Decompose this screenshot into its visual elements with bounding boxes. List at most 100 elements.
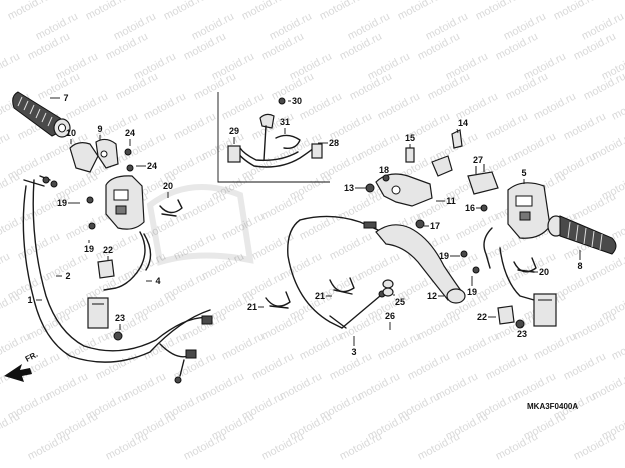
callout-24: 24 xyxy=(147,161,157,171)
watermark-text: motoid.ru xyxy=(0,131,12,163)
callout-7: 7 xyxy=(63,93,68,103)
watermark-text: motoid.ru xyxy=(610,331,625,363)
watermark-text: motoid.ru xyxy=(44,371,90,403)
watermark-text: motoid.ru xyxy=(0,171,22,203)
left-bolts xyxy=(86,148,134,230)
watermark-text: motoid.ru xyxy=(64,91,110,123)
watermark-text: motoid.ru xyxy=(220,331,266,363)
watermark-text: motoid.ru xyxy=(94,231,140,263)
watermark-text: motoid.ru xyxy=(396,0,442,23)
watermark-text: motoid.ru xyxy=(0,11,2,43)
callout-24: 24 xyxy=(125,128,135,138)
callout-19: 19 xyxy=(84,244,94,254)
watermark-text: motoid.ru xyxy=(416,311,462,343)
watermark-text: motoid.ru xyxy=(0,211,32,243)
callout-26: 26 xyxy=(385,311,395,321)
callout-19: 19 xyxy=(57,198,67,208)
watermark-text: motoid.ru xyxy=(572,311,618,343)
callout-20: 20 xyxy=(163,181,173,191)
callout-9: 9 xyxy=(97,124,102,134)
clutch-lever-bracket xyxy=(375,155,453,207)
watermark-text: motoid.ru xyxy=(6,0,52,23)
watermark-text: motoid.ru xyxy=(26,431,72,463)
clutch-cable xyxy=(287,215,386,329)
callout-10: 10 xyxy=(66,128,76,138)
watermark-text: motoid.ru xyxy=(484,111,530,143)
watermark-text: motoid.ru xyxy=(104,431,150,463)
right-grip xyxy=(547,215,617,255)
watermark-text: motoid.ru xyxy=(182,191,228,223)
callout-30: 30 xyxy=(292,96,302,106)
callout-labels: 1234578910111213141516171819191919202021… xyxy=(27,93,582,357)
watermark-text: motoid.ru xyxy=(512,131,558,163)
callout-2: 2 xyxy=(65,271,70,281)
leader-lines xyxy=(36,97,581,346)
watermark-text: motoid.ru xyxy=(532,331,578,363)
left-clamp-parts xyxy=(97,259,123,341)
adjuster-nut xyxy=(382,279,394,297)
watermark-text: motoid.ru xyxy=(142,331,188,363)
callout-16: 16 xyxy=(465,203,475,213)
watermark-text: motoid.ru xyxy=(484,351,530,383)
watermark-text: motoid.ru xyxy=(356,251,402,283)
watermark-text: motoid.ru xyxy=(220,91,266,123)
left-clip xyxy=(159,199,183,217)
callout-21: 21 xyxy=(247,302,257,312)
callout-31: 31 xyxy=(280,117,290,127)
clutch-switch-box xyxy=(217,92,330,183)
right-clip xyxy=(513,257,537,273)
watermark-text: motoid.ru xyxy=(376,91,422,123)
right-handlebar-switch xyxy=(483,182,557,327)
watermark-text: motoid.ru xyxy=(318,0,364,23)
watermark-text: motoid.ru xyxy=(454,331,500,363)
callout-8: 8 xyxy=(577,261,582,271)
callout-13: 13 xyxy=(344,183,354,193)
front-arrow-icon xyxy=(4,364,32,382)
watermark-text: motoid.ru xyxy=(162,0,208,23)
leader-line-14 xyxy=(456,128,459,134)
watermark-text: motoid.ru xyxy=(298,331,344,363)
watermark-text: motoid.ru xyxy=(562,111,608,143)
watermark-text: motoid.ru xyxy=(84,0,130,23)
watermark-text: motoid.ru xyxy=(562,351,608,383)
watermark-text: motoid.ru xyxy=(260,191,306,223)
watermark-text: motoid.ru xyxy=(278,371,324,403)
watermark-text: motoid.ru xyxy=(572,431,618,463)
callout-28: 28 xyxy=(329,138,339,148)
watermark-text: motoid.ru xyxy=(260,431,306,463)
watermark-text: motoid.ru xyxy=(104,311,150,343)
callout-23: 23 xyxy=(115,313,125,323)
cable-clip-center xyxy=(329,277,355,295)
left-switch-housing xyxy=(69,138,119,173)
watermark-text: motoid.ru xyxy=(172,111,218,143)
watermark-text: motoid.ru xyxy=(356,131,402,163)
watermark-text: motoid.ru xyxy=(406,351,452,383)
diagram-code: MKA3F0400A xyxy=(527,402,578,411)
callout-18: 18 xyxy=(379,165,389,175)
watermark-text: motoid.ru xyxy=(64,211,110,243)
callout-29: 29 xyxy=(229,126,239,136)
watermark-text: motoid.ru xyxy=(94,351,140,383)
watermark-text: motoid.ru xyxy=(328,231,374,263)
watermark-text: motoid.ru xyxy=(416,431,462,463)
watermark-text: motoid.ru xyxy=(376,331,422,363)
watermark-text: motoid.ru xyxy=(494,431,540,463)
watermark-text: motoid.ru xyxy=(532,91,578,123)
background-wing-logo xyxy=(146,184,254,266)
watermark-text: motoid.ru xyxy=(182,431,228,463)
watermark-text: motoid.ru xyxy=(552,0,598,23)
callout-21: 21 xyxy=(315,291,325,301)
callout-25: 25 xyxy=(395,297,405,307)
callout-19: 19 xyxy=(439,251,449,261)
watermark-text: motoid.ru xyxy=(298,211,344,243)
watermark-text: motoid.ru xyxy=(182,311,228,343)
watermark-text: motoid.ru xyxy=(338,431,384,463)
watermark-text: motoid.ru xyxy=(356,371,402,403)
watermark-text: motoid.ru xyxy=(122,371,168,403)
watermark-text: motoid.ru xyxy=(26,311,72,343)
watermark-text: motoid.ru xyxy=(200,371,246,403)
starter-switch xyxy=(467,164,499,195)
watermark-text: motoid.ru xyxy=(142,91,188,123)
